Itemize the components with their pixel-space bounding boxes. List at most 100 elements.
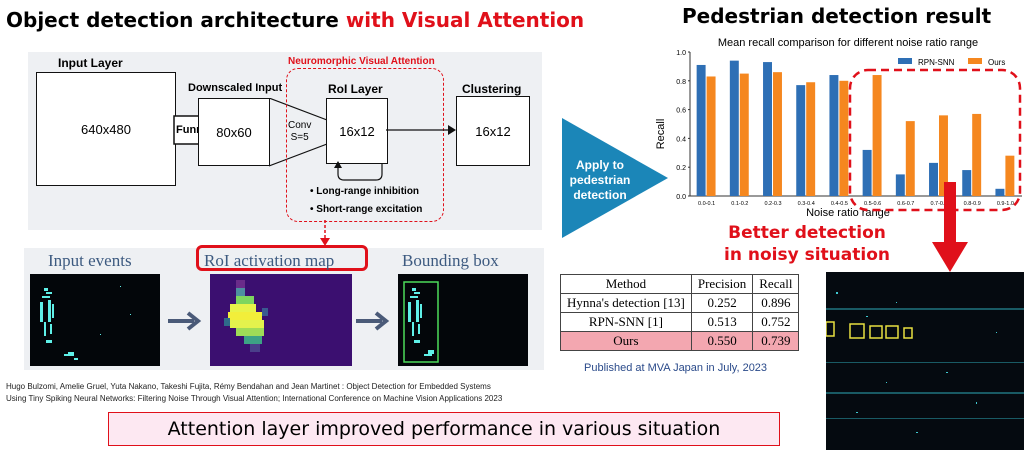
table-header-row: Method Precision Recall: [560, 274, 800, 294]
chart-x-tick-label: 0.5-0.6: [864, 201, 881, 207]
down-arrow-red: [320, 220, 330, 246]
legend-label-rpn: RPN-SNN: [918, 58, 955, 67]
clustering-label: Clustering: [462, 82, 522, 96]
input-events-title: Input events: [48, 251, 132, 270]
chart-bar-ours: [872, 75, 882, 196]
chart-bar-rpn-snn: [829, 75, 839, 196]
table-cell: Hynna's detection [13]: [560, 293, 692, 313]
chart-bar-ours: [905, 121, 915, 196]
left-title-part2: with Visual Attention: [345, 8, 585, 32]
chart-bar-ours: [739, 73, 749, 196]
reference-line1: Hugo Bulzomi, Amelie Gruel, Yuta Nakano,…: [6, 382, 491, 391]
chart-bar-rpn-snn: [995, 188, 1005, 196]
table-cell: 0.896: [752, 293, 800, 313]
chart-bar-rpn-snn: [796, 85, 806, 196]
downscaled-size: 80x60: [216, 124, 252, 140]
results-table: Method Precision Recall Hynna's detectio…: [560, 274, 800, 351]
input-events-image: [30, 274, 160, 366]
table-row: RPN-SNN [1] 0.513 0.752: [560, 312, 800, 332]
table-header-recall: Recall: [752, 274, 800, 294]
chart-x-tick-label: 0.9-1.0: [997, 201, 1014, 207]
bullet-long-range-text: Long-range inhibition: [316, 186, 420, 197]
chart-x-tick-label: 0.3-0.4: [798, 201, 815, 207]
conclusion-text: Attention layer improved performance in …: [167, 418, 721, 440]
apply-line3: detection: [573, 188, 627, 202]
table-cell: 0.739: [752, 331, 800, 351]
recall-bar-chart: Mean recall comparison for different noi…: [655, 37, 1022, 219]
detection-example-image: [826, 272, 1024, 450]
roi-activation-map: [210, 274, 352, 366]
chart-x-tick-label: 0.0-0.1: [698, 201, 715, 207]
apply-line2: pedestrian: [569, 173, 631, 187]
table-row: Hynna's detection [13] 0.252 0.896: [560, 293, 800, 313]
chart-y-tick-label: 0.6: [676, 108, 686, 115]
chart-x-axis-label: Noise ratio range: [806, 207, 890, 219]
bounding-box-image: [398, 274, 528, 366]
right-title: Pedestrian detection result: [682, 4, 992, 28]
stride-text: S=5: [290, 132, 309, 143]
visual-attention-label: Neuromorphic Visual Attention: [288, 56, 435, 67]
chart-bar-ours: [806, 82, 816, 196]
chart-legend: RPN-SNN Ours: [898, 58, 1005, 67]
published-note: Published at MVA Japan in July, 2023: [584, 362, 768, 374]
visual-attention-region: [286, 68, 444, 222]
apply-arrow: [562, 118, 668, 238]
legend-label-ours: Ours: [988, 58, 1005, 67]
chart-bar-rpn-snn: [862, 149, 872, 196]
clustering-size: 16x12: [475, 123, 511, 139]
bounding-box-title: Bounding box: [402, 251, 499, 270]
input-layer-label: Input Layer: [58, 56, 123, 70]
chart-y-tick-label: 0.8: [676, 79, 686, 86]
chart-x-tick-label: 0.4-0.5: [831, 201, 848, 207]
chart-x-tick-label: 0.1-0.2: [731, 201, 748, 207]
noisy-region-highlight: [848, 68, 1022, 212]
chart-bar-ours: [972, 113, 982, 196]
legend-swatch-ours: [968, 58, 982, 64]
input-layer-box: 640x480: [36, 72, 176, 186]
chart-y-tick-label: 0.4: [676, 136, 686, 143]
reference-line2: Using Tiny Spiking Neural Networks: Filt…: [6, 394, 503, 403]
chart-bar-ours: [1005, 155, 1015, 196]
chart-x-tick-label: 0.2-0.3: [764, 201, 781, 207]
chart-y-tick-label: 0.2: [676, 165, 686, 172]
table-cell: RPN-SNN [1]: [560, 312, 692, 332]
table-cell: 0.550: [690, 331, 754, 351]
table-cell: 0.252: [690, 293, 754, 313]
chart-bar-rpn-snn: [962, 170, 972, 196]
better-line1: Better detection: [728, 223, 886, 243]
conclusion-banner: Attention layer improved performance in …: [108, 412, 780, 446]
table-header-precision: Precision: [690, 274, 754, 294]
chart-bar-rpn-snn: [929, 162, 938, 196]
chart-y-axis-label: Recall: [655, 119, 667, 150]
apply-line1: Apply to: [576, 158, 624, 172]
chart-title: Mean recall comparison for different noi…: [718, 37, 978, 49]
input-layer-size: 640x480: [81, 121, 131, 137]
roi-layer-box: 16x12: [326, 98, 388, 164]
apply-arrow-label: Apply to pedestrian detection: [566, 158, 634, 203]
left-title: Object detection architecture with Visua…: [6, 8, 584, 32]
chart-x-tick-label: 0.6-0.7: [897, 201, 914, 207]
chart-bar-ours: [839, 80, 849, 196]
chart-bar-rpn-snn: [696, 64, 706, 197]
roi-map-title: RoI activation map: [204, 251, 335, 270]
table-header-method: Method: [560, 274, 692, 294]
chart-bar-ours: [773, 72, 782, 196]
downscaled-box: 80x60: [198, 98, 270, 166]
legend-swatch-rpn: [898, 58, 912, 64]
chart-bar-ours: [939, 115, 948, 196]
clustering-box: 16x12: [456, 96, 530, 166]
roi-map-highlight: [196, 245, 368, 271]
chart-x-tick-label: 0.7-0.8: [930, 201, 947, 207]
better-detection-text: Better detection in noisy situation: [694, 222, 920, 266]
chart-y-tick-label: 0.0: [676, 194, 686, 201]
down-arrow-detection: [932, 182, 968, 272]
roi-layer-label: RoI Layer: [328, 82, 383, 96]
chart-x-tick-label: 0.8-0.9: [964, 201, 981, 207]
arrow-to-roi-map: [168, 311, 202, 331]
conv-text: Conv: [288, 120, 312, 131]
table-cell: Ours: [560, 331, 692, 351]
chart-bar-rpn-snn: [763, 62, 772, 196]
left-title-part1: Object detection architecture: [6, 8, 346, 32]
table-row-ours: Ours 0.550 0.739: [560, 331, 800, 351]
